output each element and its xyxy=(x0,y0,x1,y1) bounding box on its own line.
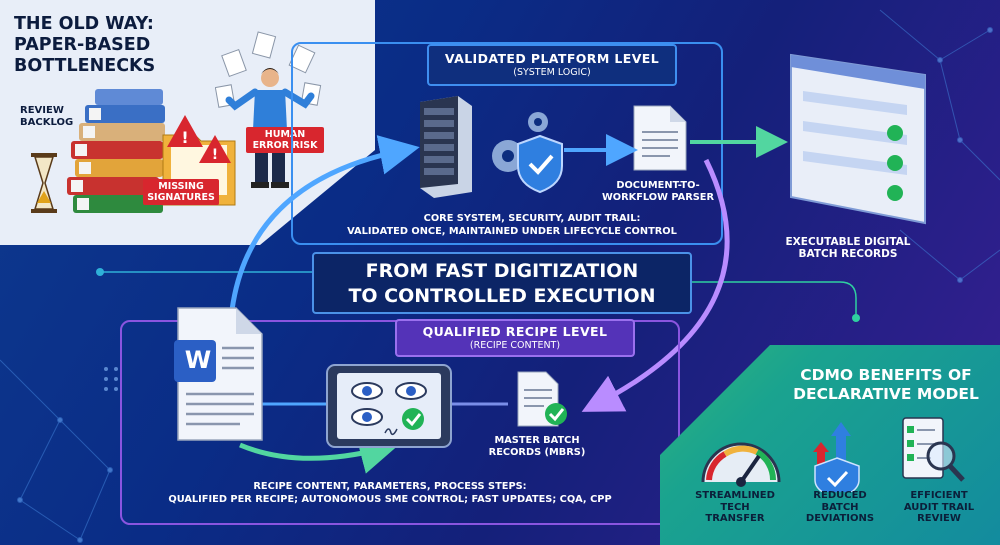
qualified-recipe-header: QUALIFIED RECIPE LEVEL (RECIPE CONTENT) xyxy=(395,319,635,357)
banner-line-1: FROM FAST DIGITIZATION xyxy=(365,260,639,282)
center-banner: FROM FAST DIGITIZATION TO CONTROLLED EXE… xyxy=(312,252,692,314)
svg-text:!: ! xyxy=(212,147,218,163)
human-error-risk-tag: HUMAN ERROR RISK xyxy=(246,127,324,153)
check-icon xyxy=(887,125,903,201)
review-tablet-illustration xyxy=(326,364,452,448)
word-letter: W xyxy=(184,346,212,374)
paper-stack-illustration: ! ! xyxy=(31,89,236,213)
server-icon xyxy=(420,96,472,198)
recipe-title: QUALIFIED RECIPE LEVEL xyxy=(422,324,608,339)
validated-platform-header: VALIDATED PLATFORM LEVEL (SYSTEM LOGIC) xyxy=(427,44,677,86)
recipe-subtitle: (RECIPE CONTENT) xyxy=(469,340,561,351)
gauge-icon xyxy=(701,442,781,487)
missing-signatures-tag: MISSING SIGNATURES xyxy=(143,179,219,205)
deviation-arrows-icon xyxy=(813,422,860,492)
core-system-illustration xyxy=(420,96,563,198)
word-document-icon xyxy=(174,307,263,441)
eye-icon xyxy=(351,382,427,426)
parser-label: DOCUMENT-TO-WORKFLOW PARSER xyxy=(601,180,715,203)
check-icon xyxy=(402,408,424,430)
master-batch-document-icon xyxy=(517,371,567,427)
svg-text:!: ! xyxy=(181,128,188,147)
hourglass-icon xyxy=(31,153,57,213)
recipe-desc-2: QUALIFIED PER RECIPE; AUTONOMOUS SME CON… xyxy=(168,494,612,505)
benefit-icons xyxy=(701,417,965,492)
executable-records-screen xyxy=(790,53,926,225)
checklist-magnifier-icon xyxy=(902,417,965,482)
platform-title: VALIDATED PLATFORM LEVEL xyxy=(444,51,660,66)
benefit-label-2: REDUCED BATCH DEVIATIONS xyxy=(805,490,875,524)
warning-icon xyxy=(167,115,203,147)
benefits-title: CDMO BENEFITS OF DECLARATIVE MODEL xyxy=(793,366,979,403)
old-way-title: THE OLD WAY: PAPER-BASED BOTTLENECKS xyxy=(14,14,156,76)
core-system-text-2: VALIDATED ONCE, MAINTAINED UNDER LIFECYC… xyxy=(347,226,677,237)
shield-check-icon xyxy=(517,134,563,194)
recipe-desc-1: RECIPE CONTENT, PARAMETERS, PROCESS STEP… xyxy=(253,481,527,492)
executable-records-label: EXECUTABLE DIGITAL BATCH RECORDS xyxy=(785,236,911,260)
core-system-text-1: CORE SYSTEM, SECURITY, AUDIT TRAIL: xyxy=(423,213,641,224)
benefit-label-1: STREAMLINED TECH TRANSFER xyxy=(695,490,775,524)
benefit-label-3: EFFICIENT AUDIT TRAIL REVIEW xyxy=(903,490,975,524)
review-backlog-label: REVIEW BACKLOG xyxy=(20,105,74,128)
platform-subtitle: (SYSTEM LOGIC) xyxy=(513,67,591,78)
gear-icon xyxy=(492,112,548,172)
banner-line-2: TO CONTROLLED EXECUTION xyxy=(348,285,656,307)
check-icon xyxy=(545,403,567,425)
warning-icon xyxy=(199,135,231,163)
master-batch-label: MASTER BATCH RECORDS (MBRS) xyxy=(488,435,586,458)
